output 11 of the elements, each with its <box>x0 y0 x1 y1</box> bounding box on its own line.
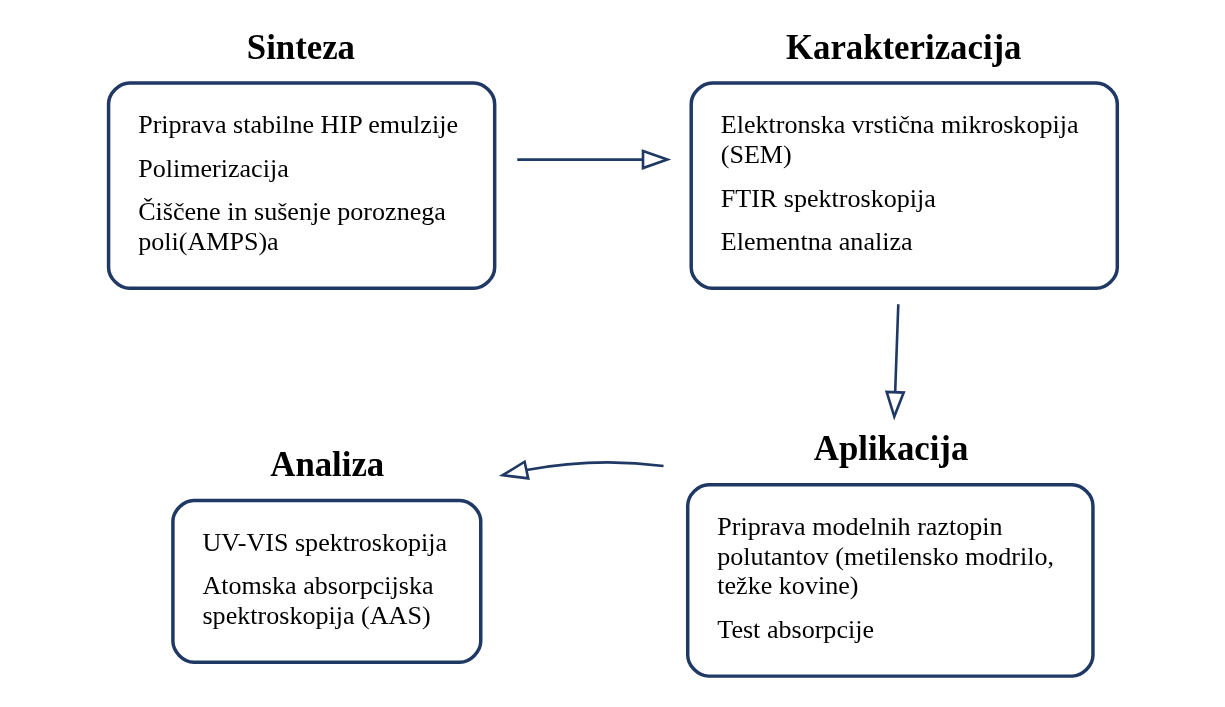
arrow <box>517 149 672 170</box>
node-box: Priprava modelnih raztopin polutantov (metilensko modrilo, težke kovine) Test absorpcije <box>686 483 1095 678</box>
arrow <box>498 459 664 480</box>
node-box: Elektronska vrstična mikroskopija (SEM) FTIR spektroskopija Elementna analiza <box>689 81 1120 290</box>
node-label: Aplikacija <box>813 429 969 469</box>
node-label: Analiza <box>270 445 385 485</box>
arrow <box>884 304 906 421</box>
node-label: Karakterizacija <box>785 27 1022 67</box>
node-label: Sinteza <box>246 27 355 67</box>
node-box: UV-VIS spektroskopija Atomska absorpcijska spektroskopija (AAS) <box>171 498 483 664</box>
node-box: Priprava stabilne HIP emulzije Polimerizacija Čiščene in sušenje poroznega poli(AMPS)a <box>106 81 497 290</box>
